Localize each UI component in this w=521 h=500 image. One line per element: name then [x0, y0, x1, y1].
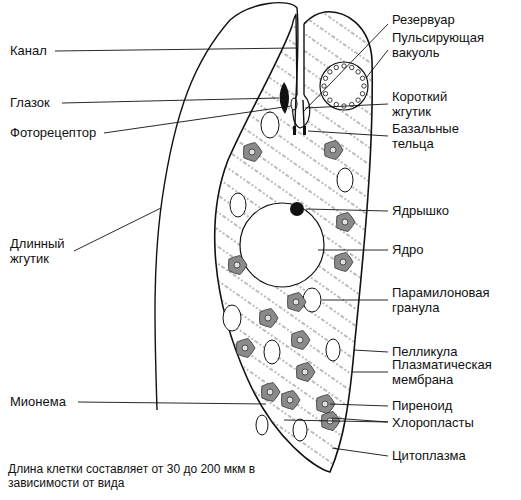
nucleolus — [290, 202, 304, 216]
membrane-label: Плазматическая мембрана — [392, 357, 517, 387]
vacuole-vesicle — [360, 92, 364, 96]
vacuole-vesicle — [356, 70, 360, 74]
myoneme-label: Мионема — [10, 394, 90, 409]
chloroplast — [325, 141, 344, 160]
chloroplast — [244, 143, 263, 162]
vacuole-vesicle — [328, 98, 332, 102]
paramylon-granules — [223, 112, 353, 441]
vacuole-vesicle — [360, 76, 364, 80]
chloroplast — [335, 253, 354, 272]
chloroplast — [237, 339, 256, 358]
canal — [303, 24, 304, 95]
eyespot-label: Глазок — [10, 95, 70, 110]
pyrenoid — [242, 345, 248, 351]
nucleus-label: Ядро — [392, 242, 517, 257]
pyrenoid — [265, 315, 271, 321]
leader-lines — [55, 24, 388, 456]
vacuole-vesicle — [323, 92, 327, 96]
pyrenoid-label: Пиреноид — [392, 398, 517, 413]
chloroplast — [260, 309, 279, 328]
flagellum-label: Короткий жгутик — [392, 89, 467, 119]
caption-note: Длина клетки составляет от 30 до 200 мкм… — [8, 462, 298, 490]
chloroplast — [288, 293, 307, 312]
vacuole-vesicle — [350, 65, 354, 69]
basal-body — [293, 126, 296, 135]
paramylon-label: Парамилоновая гранула — [392, 285, 507, 315]
nucleolus-label: Ядрышко — [392, 203, 517, 218]
canal-label: Канал — [10, 43, 70, 58]
flagellum-label: Длинный жгутик — [10, 236, 80, 266]
pyrenoid — [234, 262, 240, 268]
chloroplast — [292, 331, 311, 350]
vacuole-vesicle — [362, 84, 366, 88]
vacuole-vesicle — [356, 98, 360, 102]
chloroplasts — [229, 141, 356, 431]
eyespot — [280, 82, 289, 114]
short-flagellum — [303, 100, 304, 126]
pyrenoid — [342, 219, 348, 225]
chloroplast-label: Хлоропласты — [392, 415, 517, 430]
photoreceptor-label: Фоторецептор — [10, 125, 110, 140]
pyrenoid — [302, 369, 308, 375]
pyrenoid — [297, 337, 303, 343]
basal-body — [303, 126, 306, 135]
vacuole-label: Пульсирующая вакуоль — [392, 30, 500, 60]
pyrenoid — [340, 259, 346, 265]
pyrenoid — [293, 299, 299, 305]
pyrenoid — [330, 147, 336, 153]
pyrenoid — [267, 389, 273, 395]
chloroplast — [337, 213, 356, 232]
vacuole-vesicle — [322, 84, 326, 88]
vacuole-vesicle — [328, 70, 332, 74]
cytoplasm-label: Цитоплазма — [392, 448, 517, 463]
vacuole-vesicle — [334, 65, 338, 69]
vacuole-vesicle — [323, 76, 327, 80]
reservoir-label: Резервуар — [392, 12, 517, 27]
chloroplast — [282, 391, 301, 410]
chloroplast — [262, 383, 281, 402]
pyrenoid — [322, 401, 328, 407]
pyrenoid — [287, 397, 293, 403]
chloroplast — [297, 363, 316, 382]
basal-body-label: Базальные тельца — [392, 121, 472, 151]
chloroplast — [229, 256, 248, 275]
pyrenoid — [249, 149, 255, 155]
pellicle-label: Пелликула — [392, 344, 517, 359]
cytoplasm-hatching — [200, 0, 390, 480]
nucleus — [240, 203, 324, 287]
